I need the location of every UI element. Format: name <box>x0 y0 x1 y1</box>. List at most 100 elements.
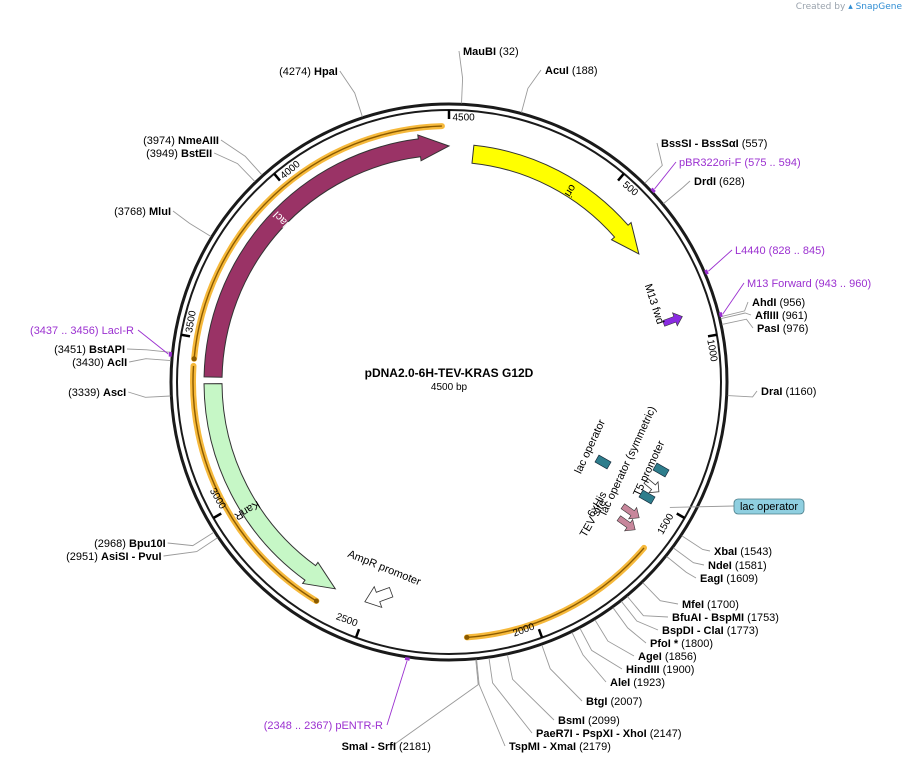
site-leader-line <box>642 582 679 605</box>
tick-mark <box>354 628 361 639</box>
site-ndei: NdeI (1581) <box>673 547 767 572</box>
tick-mark <box>707 333 718 338</box>
feature-label-ori: ori <box>562 182 579 199</box>
site-label: (3451) BstAPI <box>54 344 125 356</box>
site-position: (961) <box>779 310 808 322</box>
site-leader-line <box>391 659 479 747</box>
backbone-outer-ring <box>169 102 729 662</box>
primer-leader-line <box>722 282 745 315</box>
primer-name: pBR322ori-F <box>679 157 744 169</box>
site-leader-line <box>129 358 171 363</box>
site-label: (3768) MluI <box>114 206 171 218</box>
site-position: (188) <box>569 65 598 77</box>
site-nmeaiii: (3974) NmeAIII <box>143 135 263 176</box>
site-position: (3339) <box>68 387 103 399</box>
site-name: AscI <box>103 387 126 399</box>
site-maubi: MauBI (32) <box>458 46 519 104</box>
site-ahdi: AhdI (956) <box>720 297 805 318</box>
site-position: (3430) <box>72 357 107 369</box>
site-tspmi-xmai: TspMI - XmaI (2179) <box>476 659 611 753</box>
site-name: AsiSI - PvuI <box>101 551 162 563</box>
site-position: (2007) <box>607 696 642 708</box>
primer-pentr-r: (2348 .. 2367) pENTR-R <box>264 657 410 732</box>
feature-lac-operator-symmetric <box>652 462 670 478</box>
site-label: XbaI (1543) <box>714 546 772 558</box>
site-position: (1773) <box>724 625 759 637</box>
site-leader-line <box>673 547 705 566</box>
site-position: (2179) <box>576 741 611 753</box>
feature-label-m13-fwd: M13 fwd <box>642 282 666 325</box>
primer-name: L4440 <box>735 245 769 257</box>
tick-mark <box>180 333 191 338</box>
feature-label-ampr-promoter: AmpR promoter <box>346 548 423 588</box>
primer-m13-forward: M13 Forward (943 .. 960) <box>718 278 871 318</box>
site-name: BsmI <box>558 715 585 727</box>
site-name: HindIII <box>626 664 660 676</box>
site-name: NmeAIII <box>178 135 219 147</box>
site-position: (1543) <box>737 546 772 558</box>
site-label: TspMI - XmaI (2179) <box>509 741 611 753</box>
orf-highlight-layer <box>190 123 647 641</box>
site-leader-line <box>520 69 542 113</box>
site-position: (628) <box>716 176 745 188</box>
site-label: AgeI (1856) <box>638 651 697 663</box>
orf-arrowhead <box>191 356 197 362</box>
site-label: NdeI (1581) <box>708 560 767 572</box>
site-label: PfoI * (1800) <box>650 638 713 650</box>
site-bspdi-clai: BspDI - ClaI (1773) <box>621 601 759 637</box>
orf-line <box>466 547 645 639</box>
site-position: (956) <box>776 297 805 309</box>
primer-leader-line <box>137 329 169 355</box>
site-bsmi: BsmI (2099) <box>506 654 620 727</box>
site-name: BspDI - ClaI <box>662 625 724 637</box>
site-label: (2951) AsiSI - PvuI <box>66 551 161 563</box>
feature-laci <box>203 134 451 378</box>
site-label: AcuI (188) <box>545 65 598 77</box>
site-name: SmaI - SrfI <box>342 741 396 753</box>
site-leader-line <box>721 318 754 329</box>
snapgene-credit: Created by ▴ SnapGene <box>796 2 902 12</box>
site-label: (3430) AclI <box>72 357 127 369</box>
primer-range: (3437 .. 3456) <box>30 325 102 337</box>
site-leader-line <box>621 601 659 631</box>
site-label: PaeR7I - PspXI - XhoI (2147) <box>536 728 682 740</box>
primer-l4440: L4440 (828 .. 845) <box>704 245 825 275</box>
site-leader-line <box>167 531 215 547</box>
credit-prefix: Created by <box>795 2 846 12</box>
site-position: (557) <box>739 138 768 150</box>
tick-mark <box>273 172 281 182</box>
primer-label: L4440 (828 .. 845) <box>735 245 825 257</box>
feature-ori <box>471 144 640 255</box>
site-leader-line <box>506 654 555 721</box>
site-leader-line <box>720 312 752 320</box>
primer-leader-line <box>654 161 677 190</box>
tick-label: 1000 <box>704 339 719 363</box>
primer-range: (943 .. 960) <box>815 278 871 290</box>
site-bsssi-bsss-i: BssSI - BssSαI (557) <box>644 138 768 184</box>
site-mfei: MfeI (1700) <box>642 582 739 611</box>
primer-label: (2348 .. 2367) pENTR-R <box>264 720 383 732</box>
site-leader-line <box>681 535 711 552</box>
feature-t5-promoter <box>643 477 660 494</box>
site-acui: AcuI (188) <box>520 65 598 113</box>
site-leader-line <box>666 556 697 579</box>
site-name: MfeI <box>682 599 704 611</box>
site-name: MauBI <box>463 46 496 58</box>
feature-kanr <box>203 383 337 590</box>
site-asci: (3339) AscI <box>68 387 171 399</box>
site-leader-line <box>127 348 172 353</box>
site-bpu10i: (2968) Bpu10I <box>94 531 215 550</box>
site-drdi: DrdI (628) <box>663 176 745 204</box>
site-position: (2951) <box>66 551 101 563</box>
site-name: PfoI * <box>650 638 679 650</box>
site-asisi-pvui: (2951) AsiSI - PvuI <box>66 537 218 563</box>
feature-lac-operator-2 <box>638 489 656 505</box>
site-alei: AleI (1923) <box>571 632 665 689</box>
site-acli: (3430) AclI <box>72 357 171 369</box>
site-leader-line <box>458 50 464 104</box>
tick-mark <box>212 512 222 520</box>
tick-label: 4500 <box>452 112 475 123</box>
site-pfoi: PfoI * (1800) <box>612 607 713 650</box>
site-name: BfuAI - BspMI <box>672 612 744 624</box>
callout-box <box>733 498 805 515</box>
